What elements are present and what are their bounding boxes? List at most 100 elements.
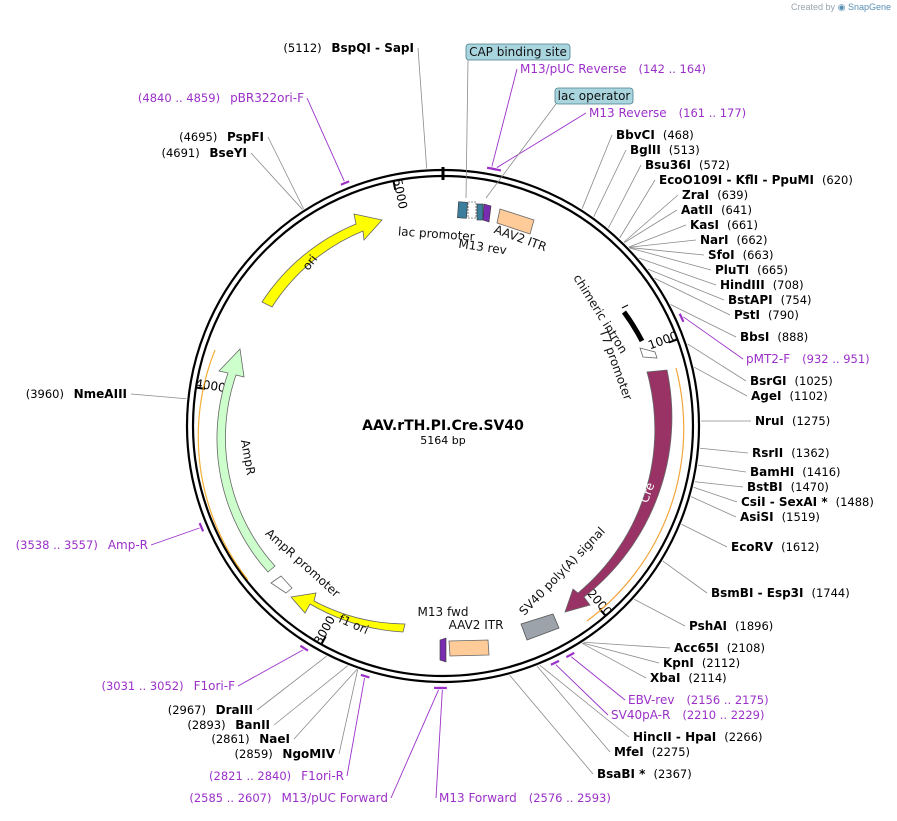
feature-lac-operator-box [467,201,477,219]
primer-name: SV40pA-R [611,708,670,722]
enzyme-pos: (790) [768,308,799,322]
enzyme-label: BsrGI(1025) [750,374,833,388]
enzyme-leader [693,486,738,503]
enzyme-pos: (2114) [688,671,726,685]
enzyme-site: BbsI(888) [670,304,808,344]
enzyme-site: PstI(790) [654,277,799,322]
enzyme-pos: (663) [743,248,774,262]
primer-leader [491,68,518,167]
enzyme-pos: (1362) [791,446,829,460]
lac-operator-badge [554,87,634,105]
enzyme-site: XbaI(2114) [581,642,727,685]
primer-site: M13/pUC Reverse(142 .. 164) [486,62,706,171]
enzyme-pos: (468) [663,128,694,142]
primer-leader [570,656,626,701]
enzyme-site: BsmBI - Esp3I(1744) [662,560,850,600]
enzyme-leader [694,481,744,488]
primer-name: F1ori-F [194,679,235,693]
primer-name: M13/pUC Reverse [520,62,627,76]
enzyme-label: EcoO109I - KflI - PpuMI(620) [659,173,853,187]
enzyme-label: AsiSI(1519) [740,510,820,524]
enzyme-label: BsaBI *(2367) [597,767,692,781]
enzyme-name: EcoO109I - KflI - PpuMI [659,173,814,187]
snapgene-logo: ◉ [837,2,846,12]
lac-operator-callout: lac operator [485,87,634,199]
enzyme-name: NruI [755,414,784,428]
enzyme-name: BbsI [740,330,769,344]
enzyme-label: Bsu36I(572) [645,158,730,172]
tick-label: 4000 [194,376,226,395]
enzyme-pos: (662) [737,233,768,247]
enzyme-pos: (708) [773,278,804,292]
enzyme-name: SfoI [708,248,735,262]
enzyme-site: (4691) BseYI [162,146,303,210]
cap-box-label: CAP binding site [469,45,567,59]
enzyme-name: EcoRV [731,540,774,554]
enzyme-leader [681,523,728,548]
enzyme-label: AgeI(1102) [751,389,828,403]
enzyme-name: AgeI [751,389,781,403]
enzyme-leader [670,304,737,338]
enzyme-leader [647,268,725,301]
primer-label: (2585 .. 2607)M13/pUC Forward [189,791,388,805]
enzyme-name: NmeAIII [74,387,127,401]
enzyme-name: BbvCI [616,128,655,142]
feature-cre-band [586,367,685,622]
enzyme-leader [619,179,656,239]
enzyme-name: BstBI [747,480,783,494]
feature-label-f1ori: f1 ori [336,612,370,638]
enzyme-pos: (2861) [211,732,253,746]
cap-binding-site-callout: CAP binding site [465,43,571,199]
enzyme-label: BsmBI - Esp3I(1744) [711,586,850,600]
enzyme-name: PspFI [227,130,264,144]
primer-mark [340,180,350,186]
enzyme-label: HindIII (708) [720,278,804,292]
enzyme-site: (2861) NaeI [211,669,358,746]
enzyme-site: CsiI - SexAI *(1488) [693,486,874,509]
primer-range: (161 .. 177) [679,106,747,120]
lac-operator-leader [485,103,557,199]
enzyme-site: (5112) BspQI - SapI [283,41,428,169]
feature-aav2-itr-top [496,208,535,235]
enzyme-leader [273,665,348,726]
enzyme-leader [628,224,687,248]
enzyme-leader [634,598,686,627]
enzyme-label: RsrII (1362) [752,446,829,460]
tick-label: 1000 [646,329,680,353]
primer-name: M13/pUC Forward [281,791,388,805]
primer-name: Amp-R [108,538,148,552]
enzyme-pos: (2112) [702,656,740,670]
primer-mark [299,644,309,652]
enzyme-leader [690,496,737,518]
enzyme-label: CsiI - SexAI *(1488) [741,495,874,509]
enzyme-site: Acc65I(2108) [583,641,765,655]
primer-mark [198,522,205,532]
enzyme-pos: (4695) [179,130,221,144]
enzyme-pos: (5112) [283,41,325,55]
enzyme-name: HindIII [720,278,765,292]
enzyme-pos: (3960) [26,387,68,401]
enzyme-site: AsiSI(1519) [690,496,820,524]
enzyme-label: (2893) BanII [187,718,270,732]
enzyme-name: BamHI [750,465,794,479]
tick-mark [668,338,678,344]
primer-name: F1ori-R [301,769,344,783]
feature-m13rev-arrow [482,203,492,223]
enzyme-name: BanII [235,718,270,732]
primer-range: (2576 .. 2593) [529,791,611,805]
enzyme-pos: (2266) [724,730,762,744]
enzyme-label-group: BbvCI(468)BglII(513)Bsu36I(572)EcoO109I … [26,41,874,781]
enzyme-site: HindIII (708) [638,257,804,292]
enzyme-label: BstBI(1470) [747,480,829,494]
enzyme-name: DraIII [216,703,253,717]
enzyme-name: RsrII [752,446,783,460]
enzyme-label: (3960) NmeAIII [26,387,127,401]
enzyme-label: Acc65I(2108) [674,641,765,655]
intron-cap-start [621,304,629,309]
enzyme-name: HincII - HpaI [633,730,716,744]
enzyme-site: BsrGI(1025) [687,343,833,388]
enzyme-leader [629,239,697,248]
feature-label-ampr-promoter: AmpR promoter [263,526,343,600]
enzyme-site: RsrII (1362) [699,446,829,460]
primer-label-group: M13/pUC Reverse(142 .. 164)M13 Reverse(1… [16,62,870,805]
